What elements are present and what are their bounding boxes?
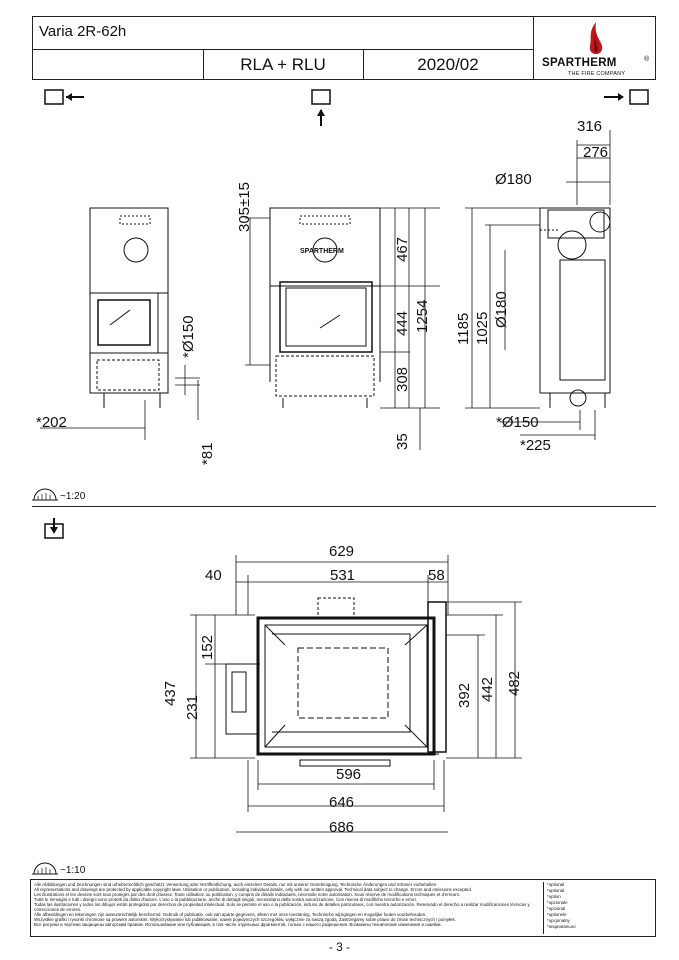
right-view-body bbox=[539, 207, 611, 408]
disclaimer-box: Alle Abbildungen und Zeichnungen sind ur… bbox=[30, 879, 656, 937]
dim-276: 276 bbox=[583, 144, 609, 161]
brand-tagline: THE FIRE COMPANY bbox=[568, 71, 626, 77]
optional-notes: *optional *optional *option *opzionale *… bbox=[543, 882, 657, 934]
dim-diam-180-top: Ø180 bbox=[495, 171, 532, 188]
view-left-icon bbox=[44, 89, 84, 105]
brand-name: SPARTHERM bbox=[542, 57, 617, 69]
dim-diam-150-right: *Ø150 bbox=[496, 414, 539, 431]
dim-diam-180-side: Ø180 bbox=[493, 291, 510, 328]
disclaimer-line: Tutte le immagini e tutti i disegni sono… bbox=[34, 897, 417, 902]
view-right-icon bbox=[604, 89, 649, 105]
dim-35: 35 bbox=[394, 433, 411, 450]
optional-note: *optionele bbox=[547, 912, 567, 917]
dim-225: *225 bbox=[520, 437, 551, 454]
plan-firebox bbox=[225, 597, 447, 767]
date-label: 2020/02 bbox=[363, 49, 534, 80]
dim-1185: 1185 bbox=[455, 312, 472, 345]
variant-label: RLA + RLU bbox=[203, 49, 364, 80]
dimension-lines-upper bbox=[40, 130, 611, 450]
dim-444: 444 bbox=[394, 310, 411, 336]
dim-531: 531 bbox=[330, 567, 356, 584]
header-cell-empty bbox=[33, 49, 204, 80]
dim-437: 437 bbox=[162, 680, 179, 706]
plan-drawing bbox=[190, 555, 522, 833]
view-front-icon bbox=[311, 89, 331, 126]
registered-mark-icon: ® bbox=[644, 56, 650, 63]
dim-308: 308 bbox=[394, 366, 411, 392]
disclaimer-line: All representations and drawings are pro… bbox=[34, 887, 473, 892]
disclaimer-line: Les illustrations et les dessins sont to… bbox=[34, 892, 461, 897]
dim-40: 40 bbox=[205, 567, 222, 584]
dim-316: 316 bbox=[577, 118, 603, 135]
dim-442: 442 bbox=[479, 676, 496, 702]
dim-305: 305±15 bbox=[236, 182, 253, 232]
disclaimer-line: Wszystkie grafiki i rysunki chronione są… bbox=[34, 917, 456, 922]
scale-icon bbox=[32, 488, 58, 501]
title-row: Varia 2R-62h bbox=[33, 17, 533, 50]
section-divider bbox=[32, 506, 656, 507]
dim-1025: 1025 bbox=[474, 311, 491, 345]
dim-629: 629 bbox=[329, 543, 355, 560]
model-title: Varia 2R-62h bbox=[39, 23, 127, 40]
disclaimer-line: Todas las ilustraciones y todos los dibu… bbox=[34, 902, 530, 912]
disclaimer-line: Все рисунки и чертежи защищены авторским… bbox=[34, 922, 442, 927]
dim-202: *202 bbox=[36, 414, 67, 431]
dim-482: 482 bbox=[506, 670, 523, 696]
disclaimer-text: Alle Abbildungen und Zeichnungen sind ur… bbox=[34, 882, 539, 927]
flame-icon bbox=[589, 22, 603, 54]
optional-note: *option bbox=[547, 894, 561, 899]
dim-81: *81 bbox=[199, 442, 216, 465]
optional-note: *optional bbox=[547, 882, 565, 887]
scale-upper: ~1:20 bbox=[60, 491, 86, 502]
optional-note: *opzionale bbox=[547, 900, 568, 905]
view-top-icon bbox=[44, 518, 64, 539]
page-number: - 3 - bbox=[328, 940, 351, 954]
front-view-body bbox=[269, 207, 381, 408]
title-block: Varia 2R-62h RLA + RLU 2020/02 SPARTHERM… bbox=[32, 16, 656, 80]
dim-1254: 1254 bbox=[414, 299, 431, 333]
dim-467: 467 bbox=[394, 236, 411, 262]
dim-diam-150-left: *Ø150 bbox=[180, 315, 197, 358]
optional-note: *optional bbox=[547, 888, 565, 893]
dim-152: 152 bbox=[199, 634, 216, 660]
elevation-drawings: SPARTHERM bbox=[40, 130, 611, 450]
optional-note: *опционально bbox=[547, 924, 576, 929]
disclaimer-line: Alle Abbildungen und Zeichnungen sind ur… bbox=[34, 882, 438, 887]
dimension-lines-lower bbox=[190, 555, 522, 833]
scale-lower: ~1:10 bbox=[60, 865, 86, 876]
scale-icon-lower bbox=[32, 862, 58, 875]
dim-596: 596 bbox=[336, 766, 362, 783]
optional-note: *opcional bbox=[547, 906, 566, 911]
dim-392: 392 bbox=[456, 682, 473, 708]
brand-logo: SPARTHERM ® THE FIRE COMPANY bbox=[533, 17, 658, 80]
disclaimer-line: Alle afbeeldingen en tekeningen zijn aut… bbox=[34, 912, 427, 917]
optional-note: *opcjonalny bbox=[547, 918, 570, 923]
dim-646: 646 bbox=[329, 794, 355, 811]
dim-686: 686 bbox=[329, 819, 355, 836]
door-brand-text: SPARTHERM bbox=[300, 248, 344, 255]
dim-231: 231 bbox=[184, 694, 201, 720]
dim-58: 58 bbox=[428, 567, 445, 584]
left-view-body bbox=[89, 207, 169, 408]
